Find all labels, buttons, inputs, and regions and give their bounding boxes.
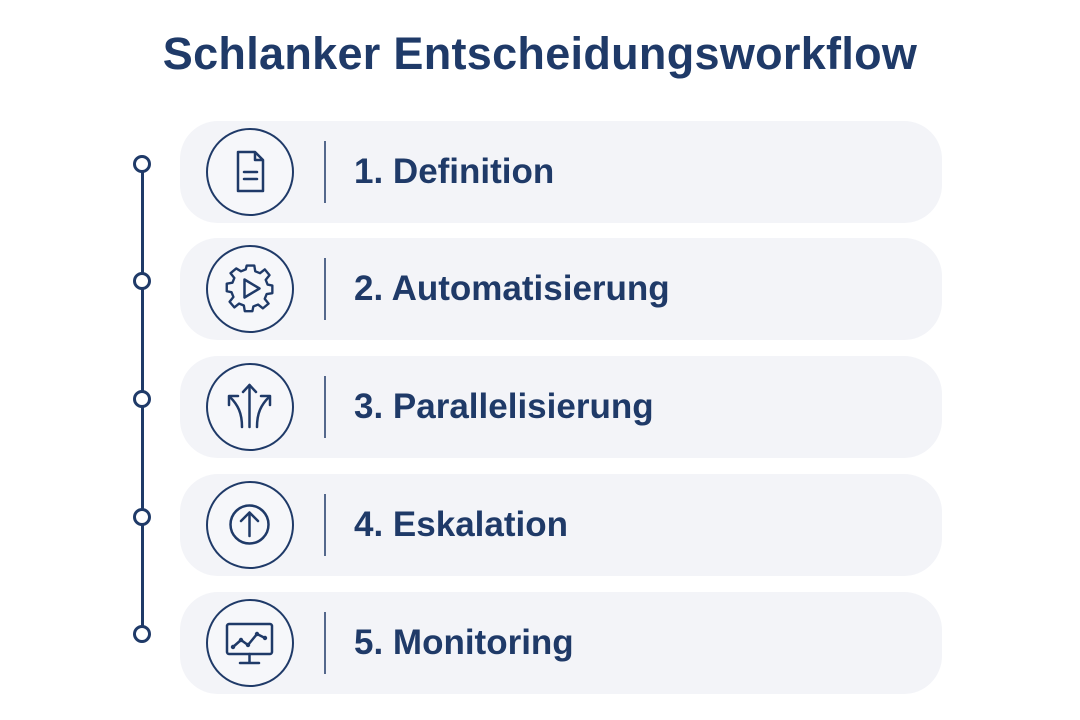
divider [324,141,326,203]
step-label: 4. Eskalation [354,505,568,544]
divider [324,612,326,674]
step-card-definition: 1. Definition [180,121,942,223]
icon-badge [206,481,294,569]
step-card-parallelisierung: 3. Parallelisierung [180,356,942,458]
divider [324,376,326,438]
icon-badge [206,599,294,687]
timeline-dot [133,508,151,526]
step-label: 1. Definition [354,152,555,191]
divider [324,258,326,320]
icon-badge [206,363,294,451]
icon-badge [206,245,294,333]
icon-badge [206,128,294,216]
timeline-dot [133,272,151,290]
step-label: 2. Automatisierung [354,269,670,308]
monitor-chart-icon [225,622,274,665]
arrow-up-circle-icon [229,504,270,545]
step-card-eskalation: 4. Eskalation [180,474,942,576]
timeline-dot [133,625,151,643]
divider [324,494,326,556]
timeline-dot [133,390,151,408]
step-label: 3. Parallelisierung [354,387,654,426]
step-label: 5. Monitoring [354,623,574,662]
page-title: Schlanker Entscheidungsworkflow [162,28,918,79]
timeline-dot [133,155,151,173]
step-card-monitoring: 5. Monitoring [180,592,942,694]
document-icon [236,150,265,193]
split-arrows-icon [227,383,272,429]
step-card-automatisierung: 2. Automatisierung [180,238,942,340]
gear-play-icon [225,264,274,313]
